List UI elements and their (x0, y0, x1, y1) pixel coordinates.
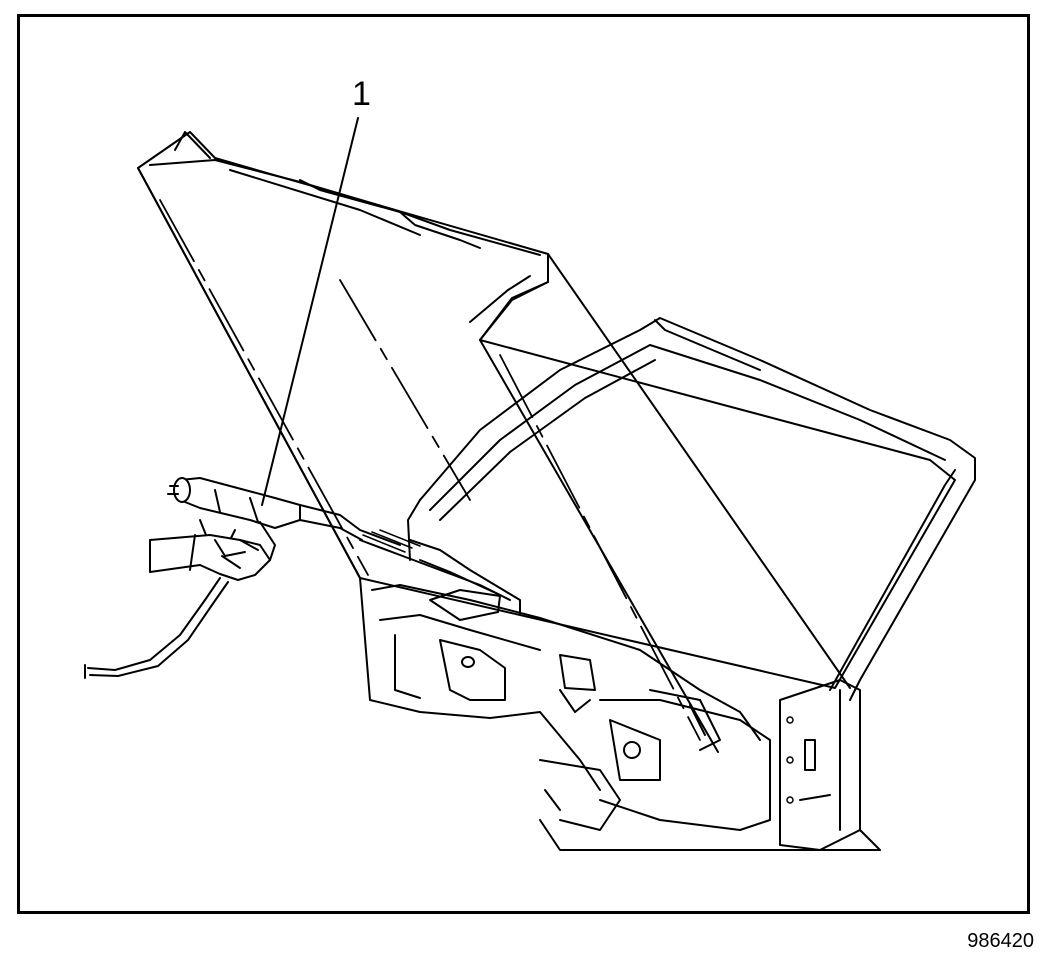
callout-label: 1 (352, 75, 371, 113)
cowl-structure (359, 539, 771, 831)
air-hose (84, 577, 229, 679)
windshield-frame (407, 317, 976, 701)
callout-leader-line (261, 117, 359, 506)
windshield-glass (137, 131, 956, 753)
figure-id: 986420 (967, 930, 1034, 952)
a-pillar (539, 679, 881, 851)
urethane-bead (359, 529, 511, 601)
hand (149, 534, 271, 581)
